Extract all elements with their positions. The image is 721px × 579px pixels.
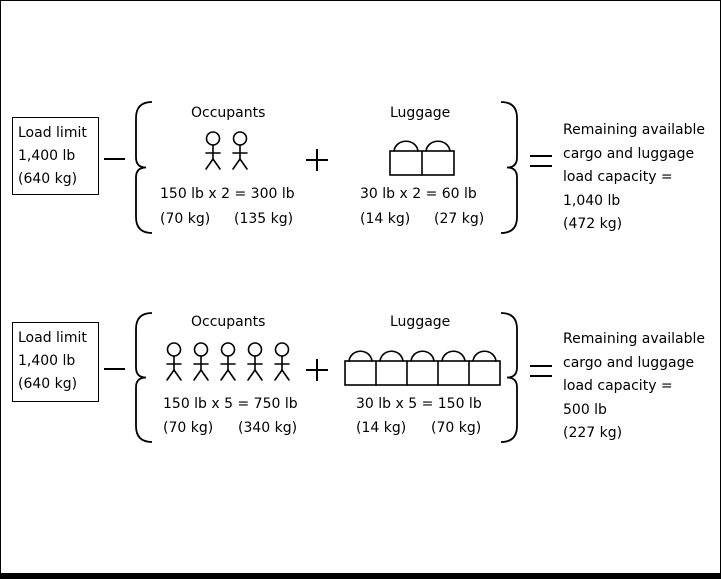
right-bracket (500, 312, 518, 443)
result-line-2: cargo and luggage (563, 354, 695, 371)
load-limit-lb: 1,400 lb (18, 148, 76, 164)
result-lb: 500 lb (563, 401, 607, 418)
luggage-formula: 30 lb x 5 = 150 lb (356, 396, 482, 412)
luggage-kg-total: (27 kg) (434, 211, 485, 227)
remaining-capacity-result: Remaining available cargo and luggage lo… (563, 328, 705, 446)
person-icon (205, 131, 221, 170)
load-limit-label: Load limit (18, 330, 87, 346)
equals-sign (530, 155, 552, 167)
occupants-heading: Occupants (191, 105, 266, 121)
plus-sign (306, 359, 328, 381)
person-icon (193, 342, 209, 381)
result-kg: (227 kg) (563, 425, 623, 441)
luggage-icon (468, 350, 497, 386)
luggage-kg-each: (14 kg) (356, 420, 407, 436)
occupants-heading: Occupants (191, 314, 266, 330)
person-icon (274, 342, 290, 381)
right-bracket (500, 101, 518, 234)
load-limit-box: Load limit 1,400 lb (640 kg) (12, 117, 99, 195)
load-limit-label: Load limit (18, 125, 87, 141)
luggage-kg-total: (70 kg) (431, 420, 482, 436)
result-kg: (472 kg) (563, 216, 623, 232)
person-icon (220, 342, 236, 381)
result-line-2: cargo and luggage (563, 145, 695, 162)
occupants-formula: 150 lb x 2 = 300 lb (160, 186, 295, 202)
left-bracket (135, 312, 153, 443)
luggage-icon (406, 350, 435, 386)
luggage-icon (437, 350, 466, 386)
occupants-formula: 150 lb x 5 = 750 lb (163, 396, 298, 412)
occupants-kg-each: (70 kg) (160, 211, 211, 227)
load-limit-box: Load limit 1,400 lb (640 kg) (12, 322, 99, 402)
person-icon (232, 131, 248, 170)
luggage-icon (421, 140, 451, 176)
left-bracket (135, 101, 153, 234)
luggage-formula: 30 lb x 2 = 60 lb (360, 186, 477, 202)
luggage-icon (348, 350, 373, 362)
luggage-heading: Luggage (390, 314, 451, 330)
result-line-1: Remaining available (563, 331, 705, 347)
remaining-capacity-result: Remaining available cargo and luggage lo… (563, 119, 705, 237)
load-limit-kg: (640 kg) (18, 171, 78, 187)
equals-sign (530, 365, 552, 377)
load-limit-kg: (640 kg) (18, 376, 78, 392)
result-line-1: Remaining available (563, 122, 705, 138)
luggage-icon (375, 350, 404, 386)
result-line-3: load capacity = (563, 378, 673, 394)
luggage-heading: Luggage (390, 105, 451, 121)
luggage-icon (393, 140, 419, 152)
person-icon (247, 342, 263, 381)
result-line-3: load capacity = (563, 169, 673, 185)
luggage-kg-each: (14 kg) (360, 211, 411, 227)
plus-sign (306, 149, 328, 171)
load-limit-lb: 1,400 lb (18, 353, 76, 369)
result-lb: 1,040 lb (563, 192, 621, 209)
luggage-row (389, 140, 455, 176)
person-icon (166, 342, 182, 381)
occupants-kg-each: (70 kg) (163, 420, 214, 436)
occupants-kg-total: (340 kg) (238, 420, 298, 436)
luggage-row (344, 350, 501, 386)
occupants-kg-total: (135 kg) (234, 211, 294, 227)
